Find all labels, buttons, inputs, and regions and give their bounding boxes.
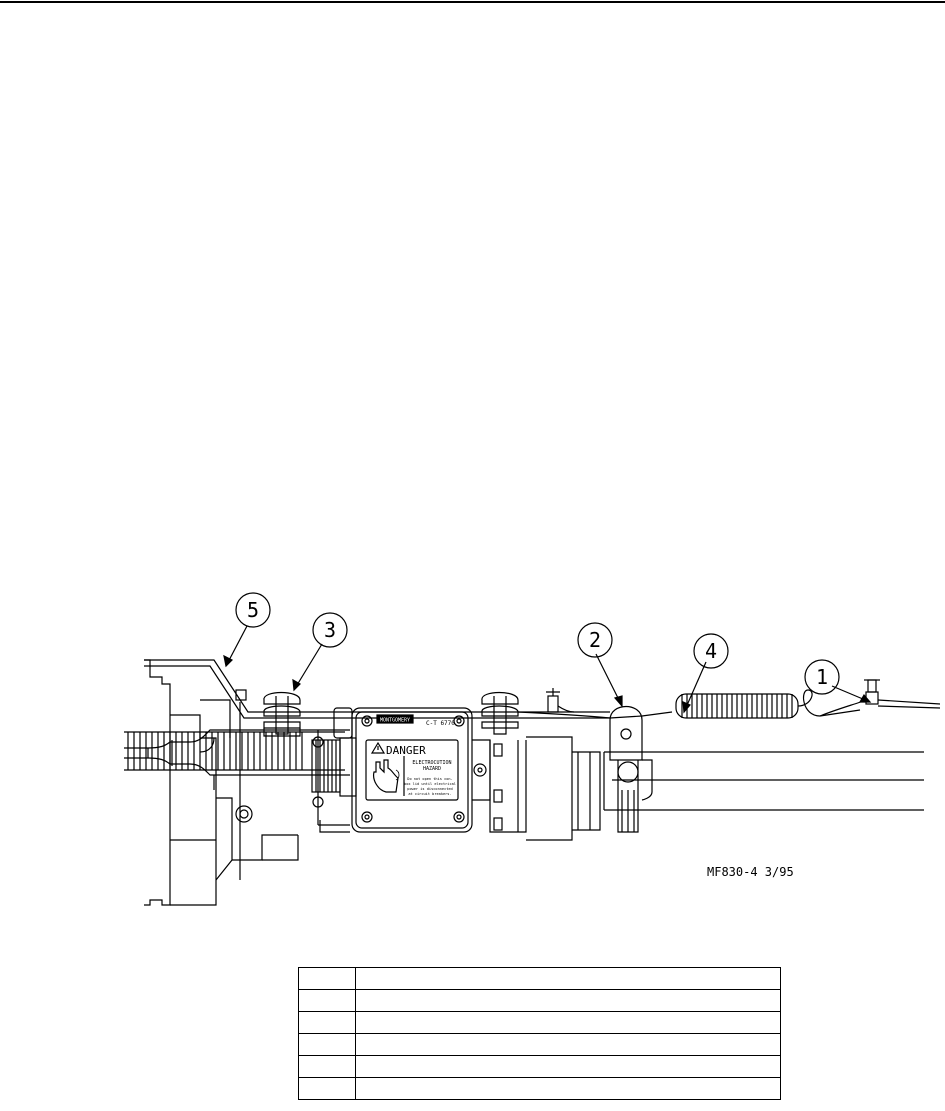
legend-row <box>298 967 781 990</box>
callout-bubbles <box>235 592 840 695</box>
callout-leaders <box>223 625 872 714</box>
callout-2-label: 2 <box>589 628 601 652</box>
legend-item-description <box>355 989 781 1012</box>
cable-5 <box>144 659 610 719</box>
legend-item-description <box>355 1055 781 1078</box>
pulley-assembly <box>609 706 653 833</box>
legend-row <box>298 1011 781 1034</box>
callout-1-label: 1 <box>816 665 828 689</box>
legend-item-number <box>298 1011 356 1034</box>
callout-4-label: 4 <box>705 639 717 663</box>
brand-plate: MONTGOMERY <box>380 718 410 724</box>
legend-item-number <box>298 1033 356 1056</box>
legend-row <box>298 989 781 1012</box>
tension-spring <box>675 689 861 719</box>
warning-text-line-3: power is disconnected <box>407 787 452 791</box>
cable-clamp-right <box>819 679 941 717</box>
mechanical-illustration: MONTGOMERY C-T 6770 DANGER ELECTROCUTION… <box>124 592 941 906</box>
legend-table <box>298 967 781 1100</box>
hazard-line-2: HAZARD <box>423 766 441 772</box>
left-housing <box>144 659 350 906</box>
legend-row <box>298 1077 781 1100</box>
warning-text-line-2: box lid until electrical <box>404 782 456 786</box>
danger-label: DANGER <box>386 744 426 757</box>
callout-1-circle <box>804 659 840 695</box>
legend-item-number <box>298 1055 356 1078</box>
legend-item-number <box>298 967 356 990</box>
insulator-right <box>481 691 519 735</box>
hazard-line-1: ELECTROCUTION <box>412 760 451 766</box>
callout-3-label: 3 <box>324 618 336 642</box>
legend-item-description <box>355 1033 781 1056</box>
cable-gland <box>311 707 357 826</box>
callout-5-circle <box>235 592 271 628</box>
legend-row <box>298 1033 781 1056</box>
drive-shaft <box>603 751 924 811</box>
legend-item-number <box>298 1077 356 1100</box>
legend-item-description <box>355 967 781 990</box>
legend-item-number <box>298 989 356 1012</box>
left-conduit <box>124 729 350 790</box>
control-cable <box>517 711 673 719</box>
warning-text-line-4: at circuit breakers. <box>408 792 451 796</box>
cable-clamp-left <box>546 688 575 713</box>
callout-5-label: 5 <box>247 598 259 622</box>
legend-item-description <box>355 1011 781 1034</box>
motor-section <box>489 736 601 841</box>
flex-conduit <box>124 731 345 771</box>
legend-item-description <box>355 1077 781 1100</box>
junction-box <box>351 707 491 833</box>
page-top-rule <box>0 1 945 3</box>
callout-4-circle <box>693 633 729 669</box>
part-number-label: C-T 6770 <box>426 720 455 727</box>
warning-text-line-1: Do not open this con- <box>407 777 452 781</box>
callout-3-circle <box>312 612 348 648</box>
callout-2-circle <box>577 622 613 658</box>
drawing-reference: MF830-4 3/95 <box>707 865 794 879</box>
insulator-left <box>263 691 301 737</box>
legend-row <box>298 1055 781 1078</box>
